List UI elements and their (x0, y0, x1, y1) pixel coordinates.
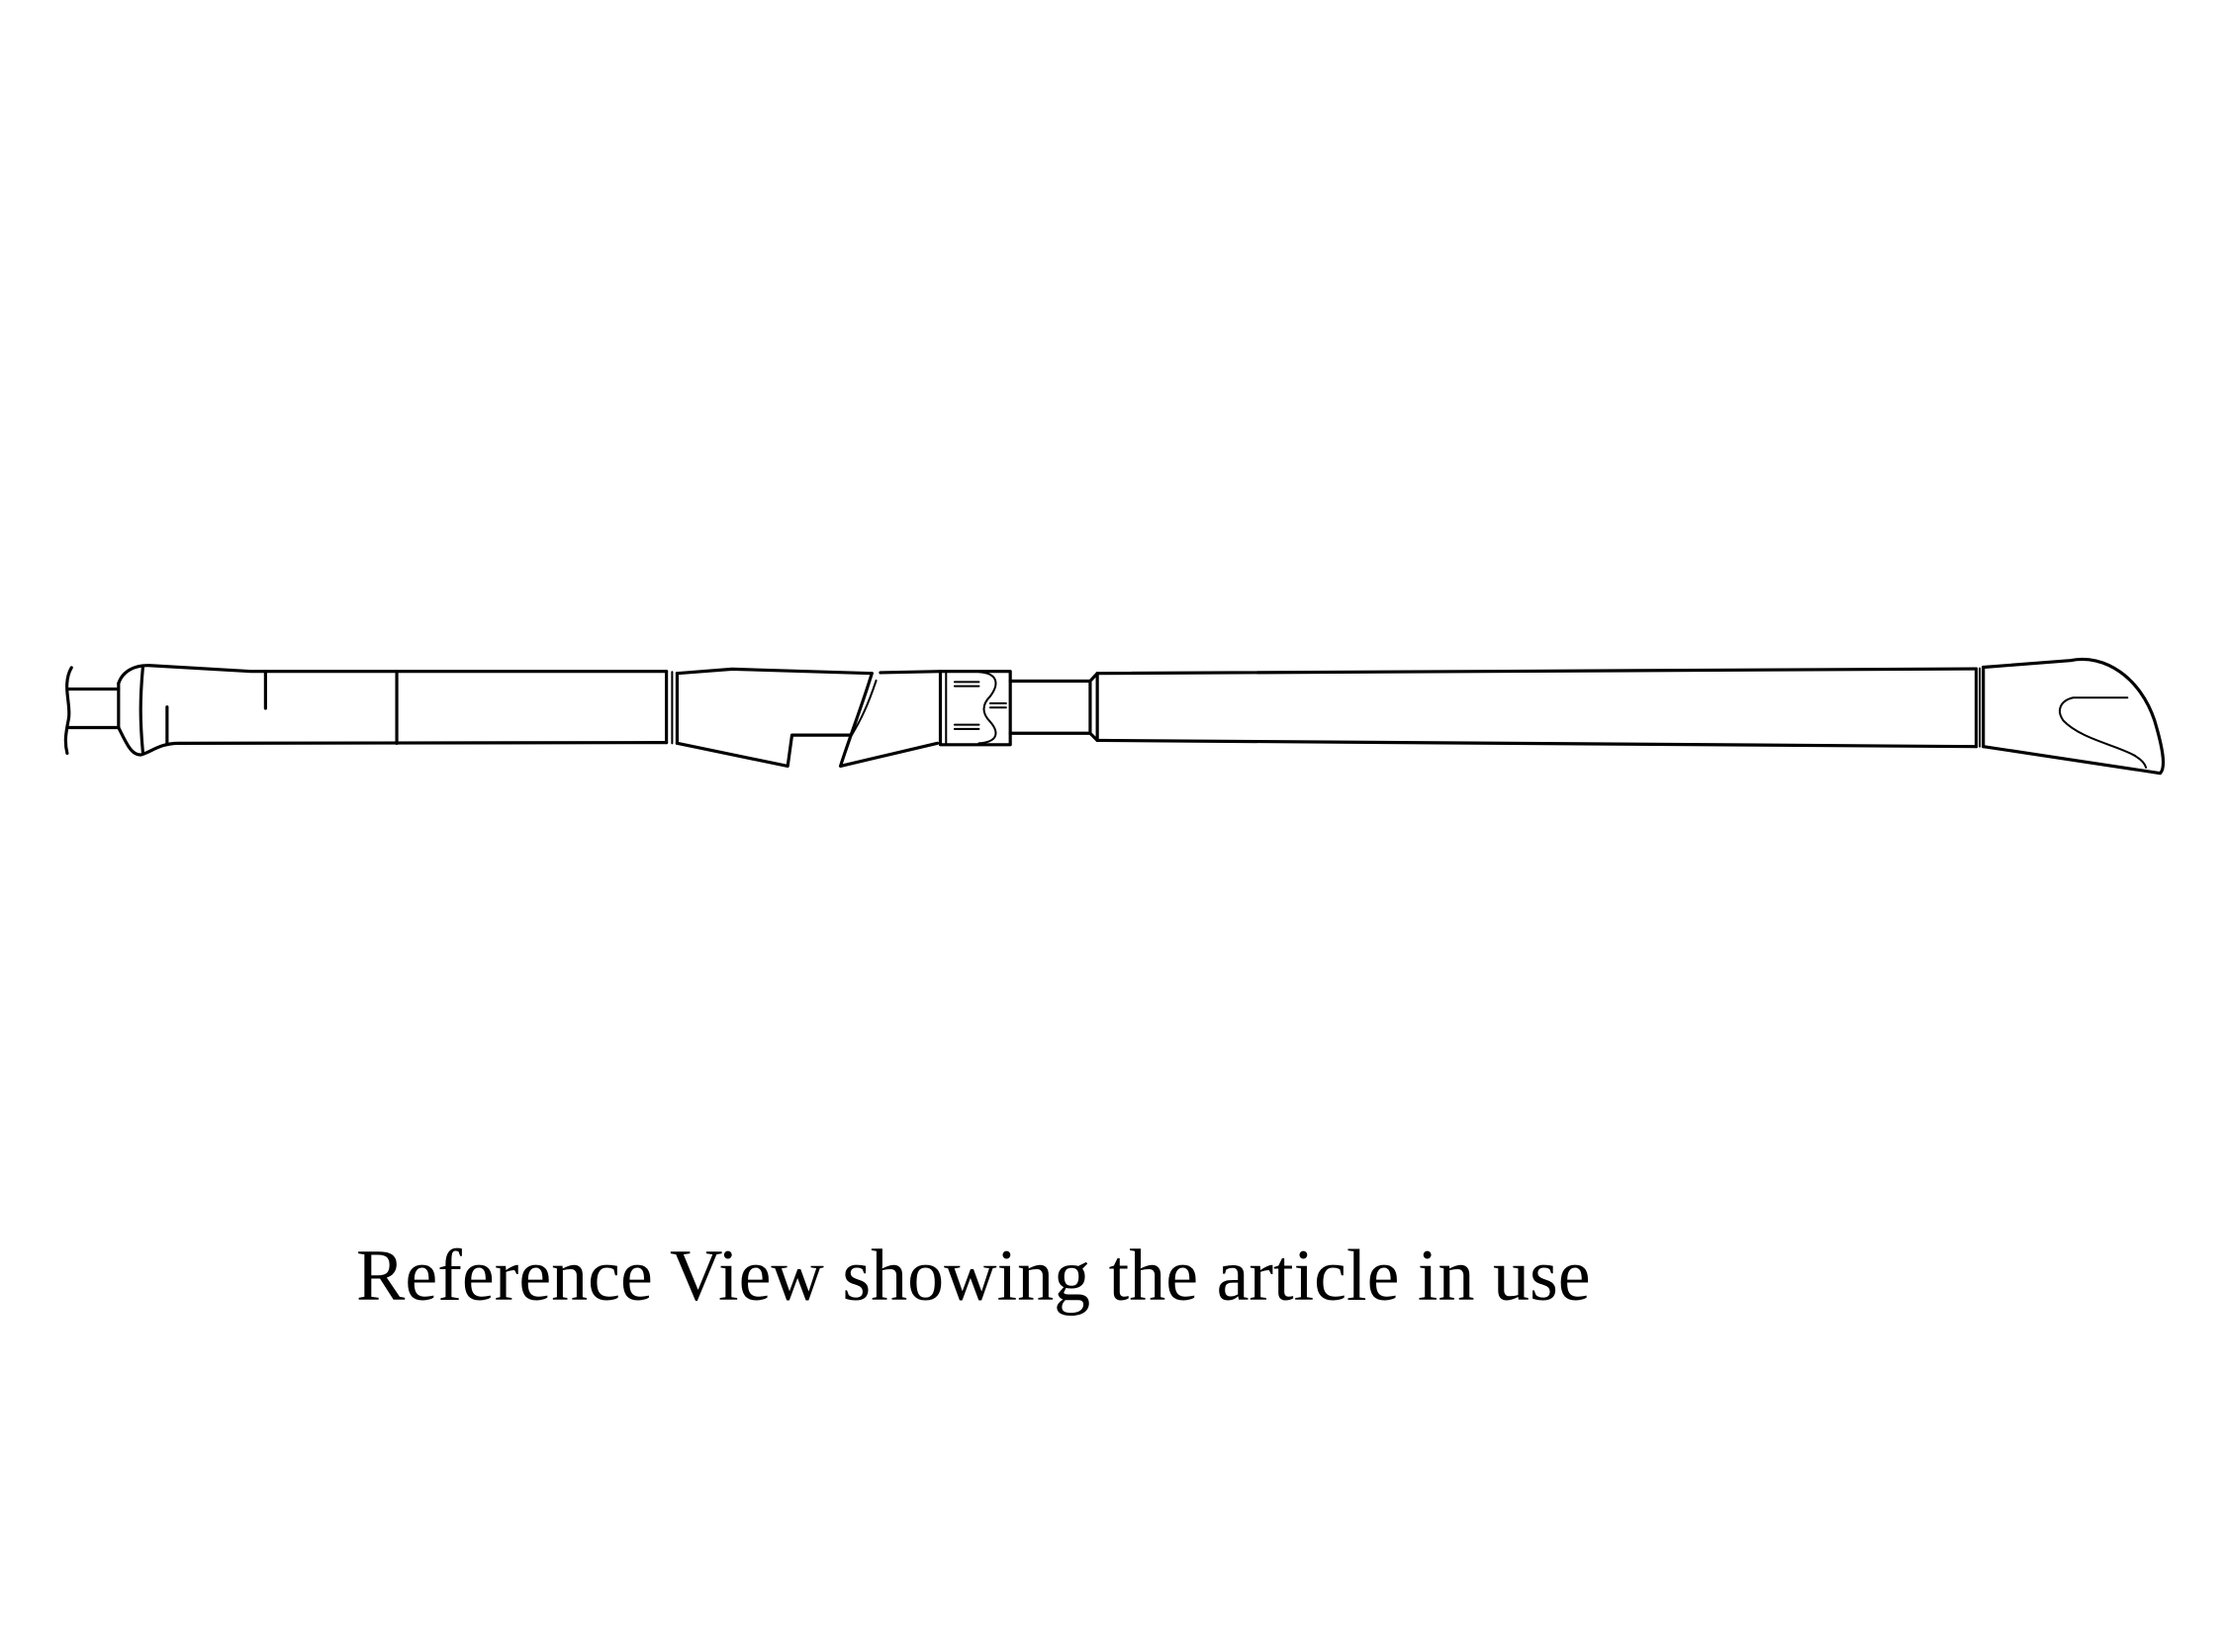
rod-stub-left (65, 668, 118, 754)
reel-seat (677, 669, 872, 766)
connector-tube (1010, 674, 1097, 741)
tip-cap (1984, 659, 2164, 773)
trigger (841, 672, 941, 767)
figure-caption: Reference View showing the article in us… (356, 1235, 1591, 1319)
lock-collar (941, 672, 1011, 745)
grip-ring (667, 672, 678, 744)
fore-grip (1097, 667, 1984, 746)
rear-grip (119, 666, 667, 755)
